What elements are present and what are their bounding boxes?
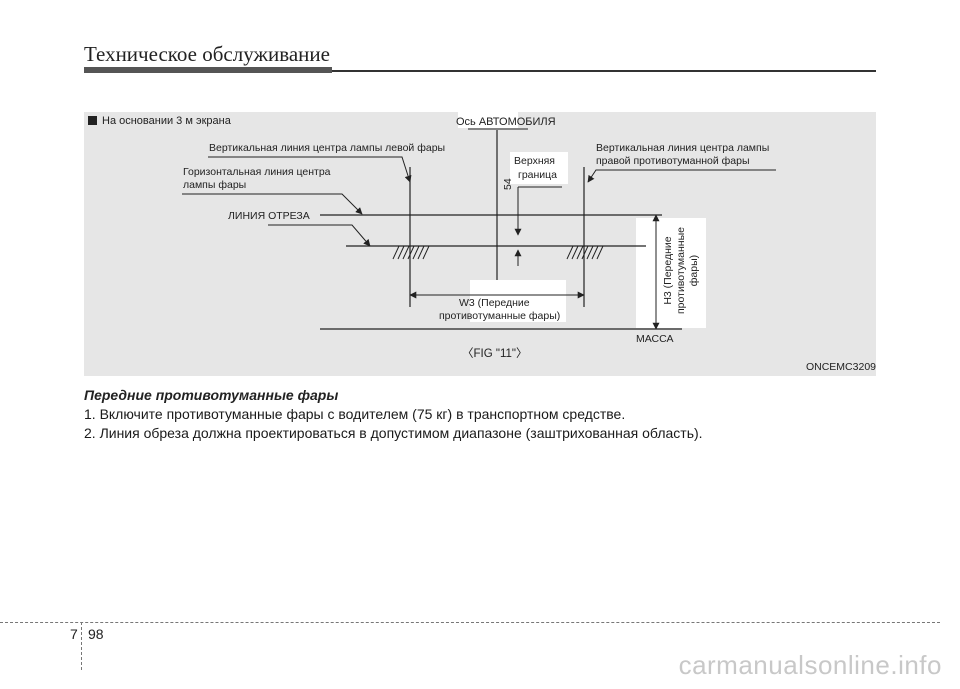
header-bar-thick xyxy=(84,67,332,73)
section-title: Передние противотуманные фары xyxy=(84,387,339,403)
fog-light-diagram xyxy=(182,112,776,330)
page-header-title: Техническое обслуживание xyxy=(84,42,330,66)
label-right-lamp-vertical-2: правой противотуманной фары xyxy=(596,155,750,167)
label-w3-1: W3 (Передние xyxy=(459,297,530,309)
label-h3-3: фары) xyxy=(688,254,700,287)
label-ground: МАССА xyxy=(636,333,674,345)
label-left-lamp-vertical: Вертикальная линия центра лампы левой фа… xyxy=(209,142,446,154)
figure-note: На основании 3 м экрана xyxy=(88,115,231,127)
label-h3: H3 (Передние противотуманные фары) xyxy=(662,227,701,314)
chapter-number: 7 xyxy=(70,626,78,642)
figure-code: ONCEMC3209 xyxy=(805,361,876,373)
label-fig-ref: 〈FIG "11"〉 xyxy=(462,348,528,360)
footer-vertical-divider xyxy=(81,622,82,670)
label-vehicle-axis: Ось АВТОМОБИЛЯ xyxy=(456,116,556,128)
label-horizontal-center-2: лампы фары xyxy=(183,179,247,191)
header-bar-thin xyxy=(332,70,876,72)
footer-divider xyxy=(0,622,940,623)
watermark: carmanualsonline.info xyxy=(678,650,942,680)
label-cutoff-line: ЛИНИЯ ОТРЕЗА xyxy=(228,210,310,222)
label-h3-2: противотуманные xyxy=(675,227,687,314)
label-upper-bound-2: граница xyxy=(518,169,558,181)
step-2: 2. Линия обреза должна проектироваться в… xyxy=(84,425,703,441)
label-upper-bound-1: Верхняя xyxy=(514,155,555,167)
label-horizontal-center-1: Горизонтальная линия центра xyxy=(183,166,331,178)
hatch-right xyxy=(566,245,604,260)
fog-light-figure: На основании 3 м экрана Ось АВТОМОБИЛЯ В… xyxy=(84,112,876,376)
hatch-left xyxy=(392,245,430,260)
step-1: 1. Включите противотуманные фары с водит… xyxy=(84,406,626,422)
page-number: 98 xyxy=(88,626,104,642)
label-dim-54: 54 xyxy=(502,178,514,190)
label-w3-2: противотуманные фары) xyxy=(439,310,561,322)
label-right-lamp-vertical-1: Вертикальная линия центра лампы xyxy=(596,142,770,154)
label-h3-1: H3 (Передние xyxy=(662,236,674,305)
square-bullet-icon xyxy=(88,116,97,125)
